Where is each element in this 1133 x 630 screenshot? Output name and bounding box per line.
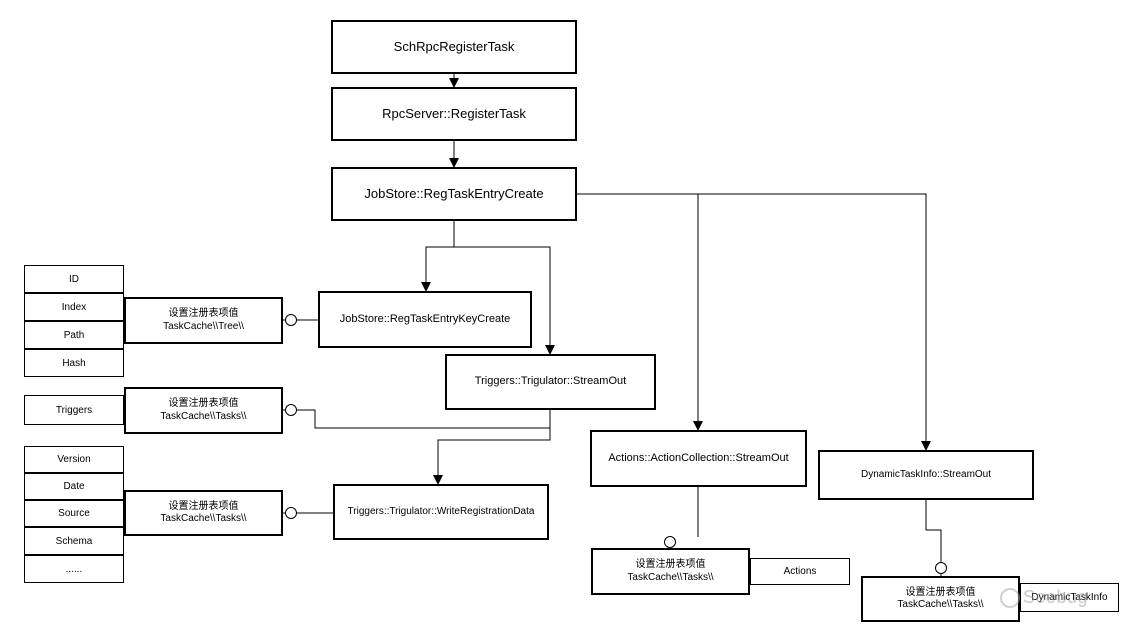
node-sch-rpc-register-task: SchRpcRegisterTask <box>331 20 577 74</box>
arrow-to-keycreate <box>421 221 455 292</box>
registry-action-label: 设置注册表项值 <box>168 308 239 319</box>
node-write-registration-data: Triggers::Trigulator::WriteRegistrationD… <box>333 484 549 540</box>
arrow-to-writeregistration <box>433 410 551 485</box>
field-version: Version <box>24 446 124 473</box>
field-label: Schema <box>55 535 93 547</box>
field-label: DynamicTaskInfo <box>1031 592 1108 603</box>
field-actions: Actions <box>750 558 850 585</box>
registry-path-label: TaskCache\\Tasks\\ <box>160 513 247 524</box>
interface-circle-actions <box>664 536 676 548</box>
field-index: Index <box>24 293 124 321</box>
registry-action-label: 设置注册表项值 <box>905 586 976 598</box>
field-schema: Schema <box>24 527 124 555</box>
field-date: Date <box>24 473 124 500</box>
node-label: DynamicTaskInfo::StreamOut <box>860 468 992 480</box>
node-actions-streamout: Actions::ActionCollection::StreamOut <box>590 430 807 487</box>
node-label: Actions::ActionCollection::StreamOut <box>608 451 789 464</box>
registry-path-label: TaskCache\\Tasks\\ <box>627 571 714 583</box>
field-label: ...... <box>65 563 83 575</box>
node-label: Triggers::Trigulator::StreamOut <box>474 375 627 388</box>
node-triggers-streamout: Triggers::Trigulator::StreamOut <box>445 354 656 410</box>
registry-action-label: 设置注册表项值 <box>168 398 239 409</box>
node-label: JobStore::RegTaskEntryKeyCreate <box>339 312 511 325</box>
registry-path-label: TaskCache\\Tasks\\ <box>897 599 984 610</box>
interface-circle-tasks <box>285 507 297 519</box>
field-triggers: Triggers <box>24 395 124 425</box>
field-label: Hash <box>62 357 86 369</box>
field-label: Date <box>63 481 85 492</box>
node-rpcserver-register-task: RpcServer::RegisterTask <box>331 87 577 141</box>
node-regtaskentrycreate: JobStore::RegTaskEntryCreate <box>331 167 577 221</box>
node-label: SchRpcRegisterTask <box>393 38 515 54</box>
watermark: Seebug <box>1000 587 1089 609</box>
field-id: ID <box>24 265 124 293</box>
field-hash: Hash <box>24 349 124 377</box>
interface-circle-triggers <box>285 404 297 416</box>
field-dynamictaskinfo: DynamicTaskInfo <box>1020 583 1119 612</box>
field-path: Path <box>24 321 124 349</box>
interface-circle-tree <box>285 314 297 326</box>
field-label: Path <box>63 329 85 341</box>
node-label: JobStore::RegTaskEntryCreate <box>364 185 544 201</box>
field-source: Source <box>24 500 124 527</box>
registry-path-label: TaskCache\\Tasks\\ <box>160 410 247 422</box>
node-regtaskentrykeycreate: JobStore::RegTaskEntryKeyCreate <box>318 291 532 348</box>
link-triggers <box>297 409 550 429</box>
registry-action-label: 设置注册表项值 <box>168 500 239 512</box>
node-label: Triggers::Trigulator::WriteRegistrationD… <box>347 505 535 517</box>
link-dynamic <box>925 500 942 563</box>
interface-circle-dynamic <box>935 562 947 574</box>
field-label: Triggers <box>55 404 93 416</box>
registry-action-label: 设置注册表项值 <box>635 559 706 570</box>
field-label: Actions <box>783 566 817 577</box>
field-label: Index <box>61 301 87 313</box>
field-label: Version <box>57 454 91 465</box>
node-dynamictaskinfo-streamout: DynamicTaskInfo::StreamOut <box>818 450 1034 500</box>
registry-path-label: TaskCache\\Tree\\ <box>163 320 244 332</box>
watermark-logo-icon <box>1000 588 1020 609</box>
arrow-to-dynamic-streamout <box>698 193 931 451</box>
field-label: Source <box>58 508 90 519</box>
field-more: ...... <box>24 555 124 583</box>
field-label: ID <box>69 273 79 285</box>
watermark-text: Seebug <box>1023 587 1089 607</box>
node-label: RpcServer::RegisterTask <box>382 105 526 121</box>
